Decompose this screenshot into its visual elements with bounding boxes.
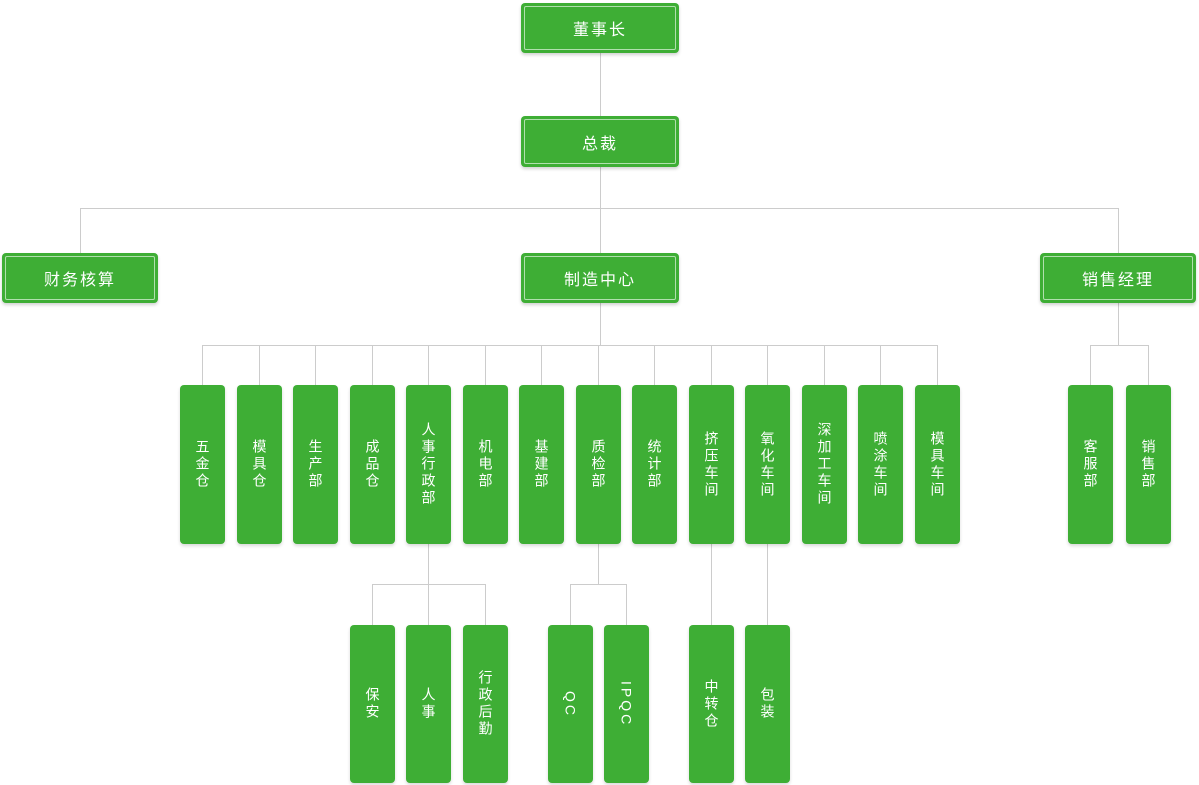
org-node-hr-admin-dept[interactable]: 人事行政部 [406,385,451,544]
connector-line [202,345,937,346]
org-node-security[interactable]: 保安 [350,625,395,783]
org-node-finance-accounting[interactable]: 财务核算 [2,253,158,303]
connector-line [654,345,655,385]
org-node-mechatronics-dept[interactable]: 机电部 [463,385,508,544]
connector-line [1090,345,1148,346]
org-node-manufacturing-center[interactable]: 制造中心 [521,253,679,303]
org-node-packaging[interactable]: 包装 [745,625,790,783]
connector-line [767,345,768,385]
org-node-infrastructure-dept[interactable]: 基建部 [519,385,564,544]
org-node-qc[interactable]: QC [548,625,593,783]
org-node-hardware-warehouse[interactable]: 五金仓 [180,385,225,544]
org-node-deep-processing-workshop[interactable]: 深加工车间 [802,385,847,544]
connector-line [711,345,712,385]
connector-line [711,544,712,625]
connector-line [202,345,203,385]
connector-line [937,345,938,385]
org-node-transfer-warehouse[interactable]: 中转仓 [689,625,734,783]
connector-line [485,584,486,625]
connector-line [600,303,601,345]
org-node-finished-goods-warehouse[interactable]: 成品仓 [350,385,395,544]
org-node-mold-warehouse[interactable]: 模具仓 [237,385,282,544]
org-node-sales-manager[interactable]: 销售经理 [1040,253,1196,303]
org-node-chairman[interactable]: 董事长 [521,3,679,53]
org-node-president[interactable]: 总裁 [521,116,679,167]
connector-line [315,345,316,385]
org-node-oxidation-workshop[interactable]: 氧化车间 [745,385,790,544]
org-node-extrusion-workshop[interactable]: 挤压车间 [689,385,734,544]
org-node-mold-workshop[interactable]: 模具车间 [915,385,960,544]
connector-line [541,345,542,385]
connector-line [598,345,599,385]
org-node-sales-dept[interactable]: 销售部 [1126,385,1171,544]
org-node-admin-logistics[interactable]: 行政后勤 [463,625,508,783]
org-node-ipqc[interactable]: IPQC [604,625,649,783]
org-node-spray-coating-workshop[interactable]: 喷涂车间 [858,385,903,544]
connector-line [570,584,571,625]
connector-line [259,345,260,385]
org-node-statistics-dept[interactable]: 统计部 [632,385,677,544]
connector-line [767,544,768,625]
org-node-quality-inspection-dept[interactable]: 质检部 [576,385,621,544]
connector-line [626,584,627,625]
connector-line [600,53,601,116]
connector-line [80,208,81,253]
connector-line [1118,303,1119,345]
connector-line [600,167,601,253]
connector-line [1090,345,1091,385]
org-node-hr[interactable]: 人事 [406,625,451,783]
connector-line [80,208,1118,209]
connector-line [485,345,486,385]
org-node-customer-service-dept[interactable]: 客服部 [1068,385,1113,544]
connector-line [372,345,373,385]
connector-line [428,345,429,385]
connector-line [880,345,881,385]
connector-line [598,544,599,584]
connector-line [824,345,825,385]
connector-line [1148,345,1149,385]
connector-line [372,584,373,625]
org-node-production-dept[interactable]: 生产部 [293,385,338,544]
connector-line [570,584,626,585]
connector-line [1118,208,1119,253]
connector-line [372,584,485,585]
